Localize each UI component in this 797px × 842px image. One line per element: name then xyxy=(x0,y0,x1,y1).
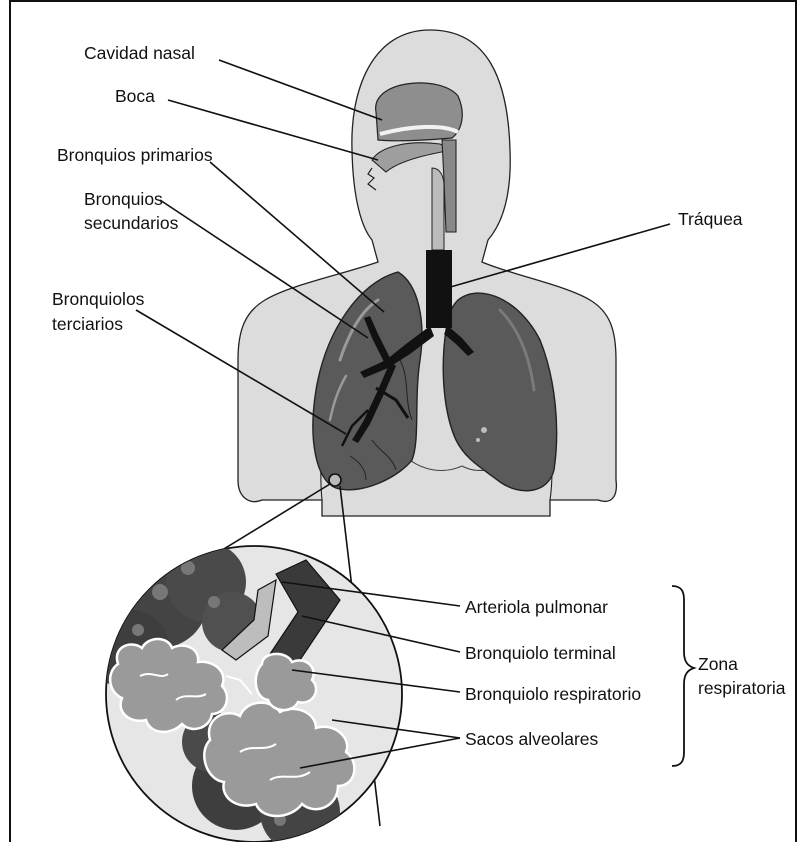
label-sacos-alveolares: Sacos alveolares xyxy=(465,729,599,749)
label-traquea: Tráquea xyxy=(678,209,743,229)
label-arteriola-pulmonar: Arteriola pulmonar xyxy=(465,597,608,617)
label-boca: Boca xyxy=(115,86,155,106)
label-bronquios-primarios: Bronquios primarios xyxy=(57,145,213,165)
magnification-point xyxy=(329,474,341,486)
alveoli-magnification xyxy=(90,542,402,842)
label-bronquiolos-terciarios-line2: terciarios xyxy=(52,314,123,334)
label-bronquiolo-respiratorio: Bronquiolo respiratorio xyxy=(465,684,641,704)
label-zona-respiratoria-line2: respiratoria xyxy=(698,678,786,698)
label-bronquiolo-terminal: Bronquiolo terminal xyxy=(465,643,616,663)
label-bronquios-secundarios-line1: Bronquios xyxy=(84,189,163,209)
label-bronquios-secundarios-line2: secundarios xyxy=(84,213,179,233)
label-bronquiolos-terciarios-line1: Bronquiolos xyxy=(52,289,145,309)
respiratory-zone-bracket xyxy=(672,586,694,766)
label-zona-respiratoria-line1: Zona xyxy=(698,654,738,674)
label-cavidad-nasal: Cavidad nasal xyxy=(84,43,195,63)
